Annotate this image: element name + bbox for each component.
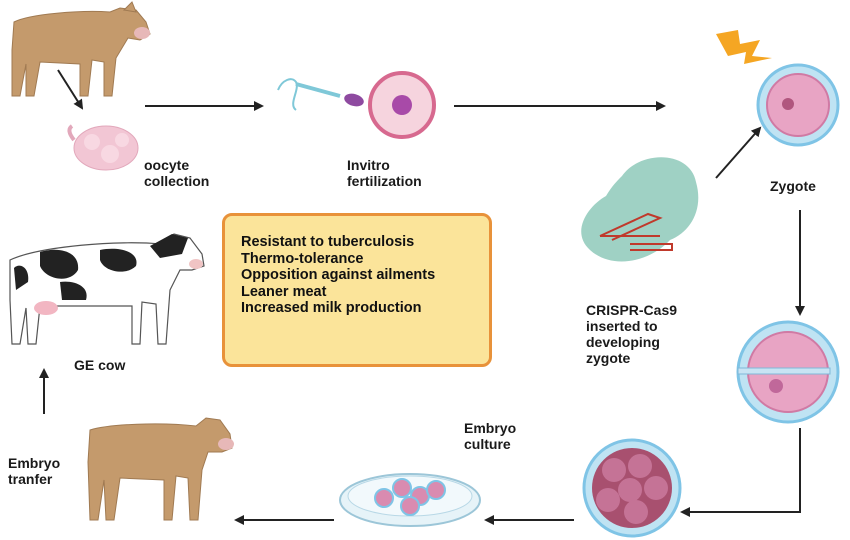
benefit-item: Thermo-tolerance (241, 250, 364, 267)
donor-calf-icon (11, 1, 151, 97)
egg-cell-icon (368, 71, 436, 139)
crispr-label-line1: CRISPR-Cas9 (586, 302, 678, 318)
ge-cow-label: GE cow (74, 357, 126, 373)
embryo-culture-line1: Embryo (464, 420, 517, 436)
embryo-culture-line2: culture (464, 436, 511, 452)
ivf-label-line1: Invitro (347, 157, 390, 173)
petri-dish-icon (339, 473, 481, 527)
zygote-label: Zygote (770, 178, 816, 194)
embryo-transfer-line1: Embryo (8, 455, 61, 471)
ivf-label: Invitro fertilization (347, 157, 422, 189)
arrow-to-embryo (680, 428, 801, 517)
oocyte-collection-label: oocyte collection (144, 157, 209, 189)
zygote-icon (756, 63, 840, 147)
surrogate-calf-icon (87, 417, 234, 521)
crispr-cas9-icon (581, 157, 699, 262)
injected-zygote-icon (736, 320, 840, 424)
embryo-transfer-label: Embryo tranfer (8, 455, 60, 487)
crispr-to-zygote-arrow (715, 126, 762, 179)
embryo-transfer-line2: tranfer (8, 471, 53, 487)
oocyte-label-line1: oocyte (144, 157, 190, 173)
ovary-icon (67, 124, 139, 171)
embryo-icon (582, 438, 682, 538)
crispr-label-line3: developing (586, 334, 660, 350)
benefit-item: Resistant to tuberculosis (241, 234, 415, 250)
ge-cow-icon (9, 233, 205, 345)
oocyte-label-line2: collection (144, 173, 210, 189)
benefit-item: Opposition against ailments (241, 267, 436, 283)
crispr-label-line4: zygote (586, 350, 631, 366)
lightning-icon (716, 30, 772, 64)
ivf-label-line2: fertilization (347, 173, 422, 189)
crispr-label-line2: inserted to (586, 318, 658, 334)
benefits-box: Resistant to tuberculosis Thermo-toleran… (222, 213, 492, 367)
sperm-icon (277, 78, 364, 111)
calf-to-oocyte-arrow (57, 69, 84, 110)
benefit-item: Leaner meat (241, 283, 327, 300)
embryo-culture-label: Embryo culture (464, 420, 516, 452)
crispr-label: CRISPR-Cas9 inserted to developing zygot… (586, 302, 677, 366)
benefit-item: Increased milk production (241, 300, 422, 316)
